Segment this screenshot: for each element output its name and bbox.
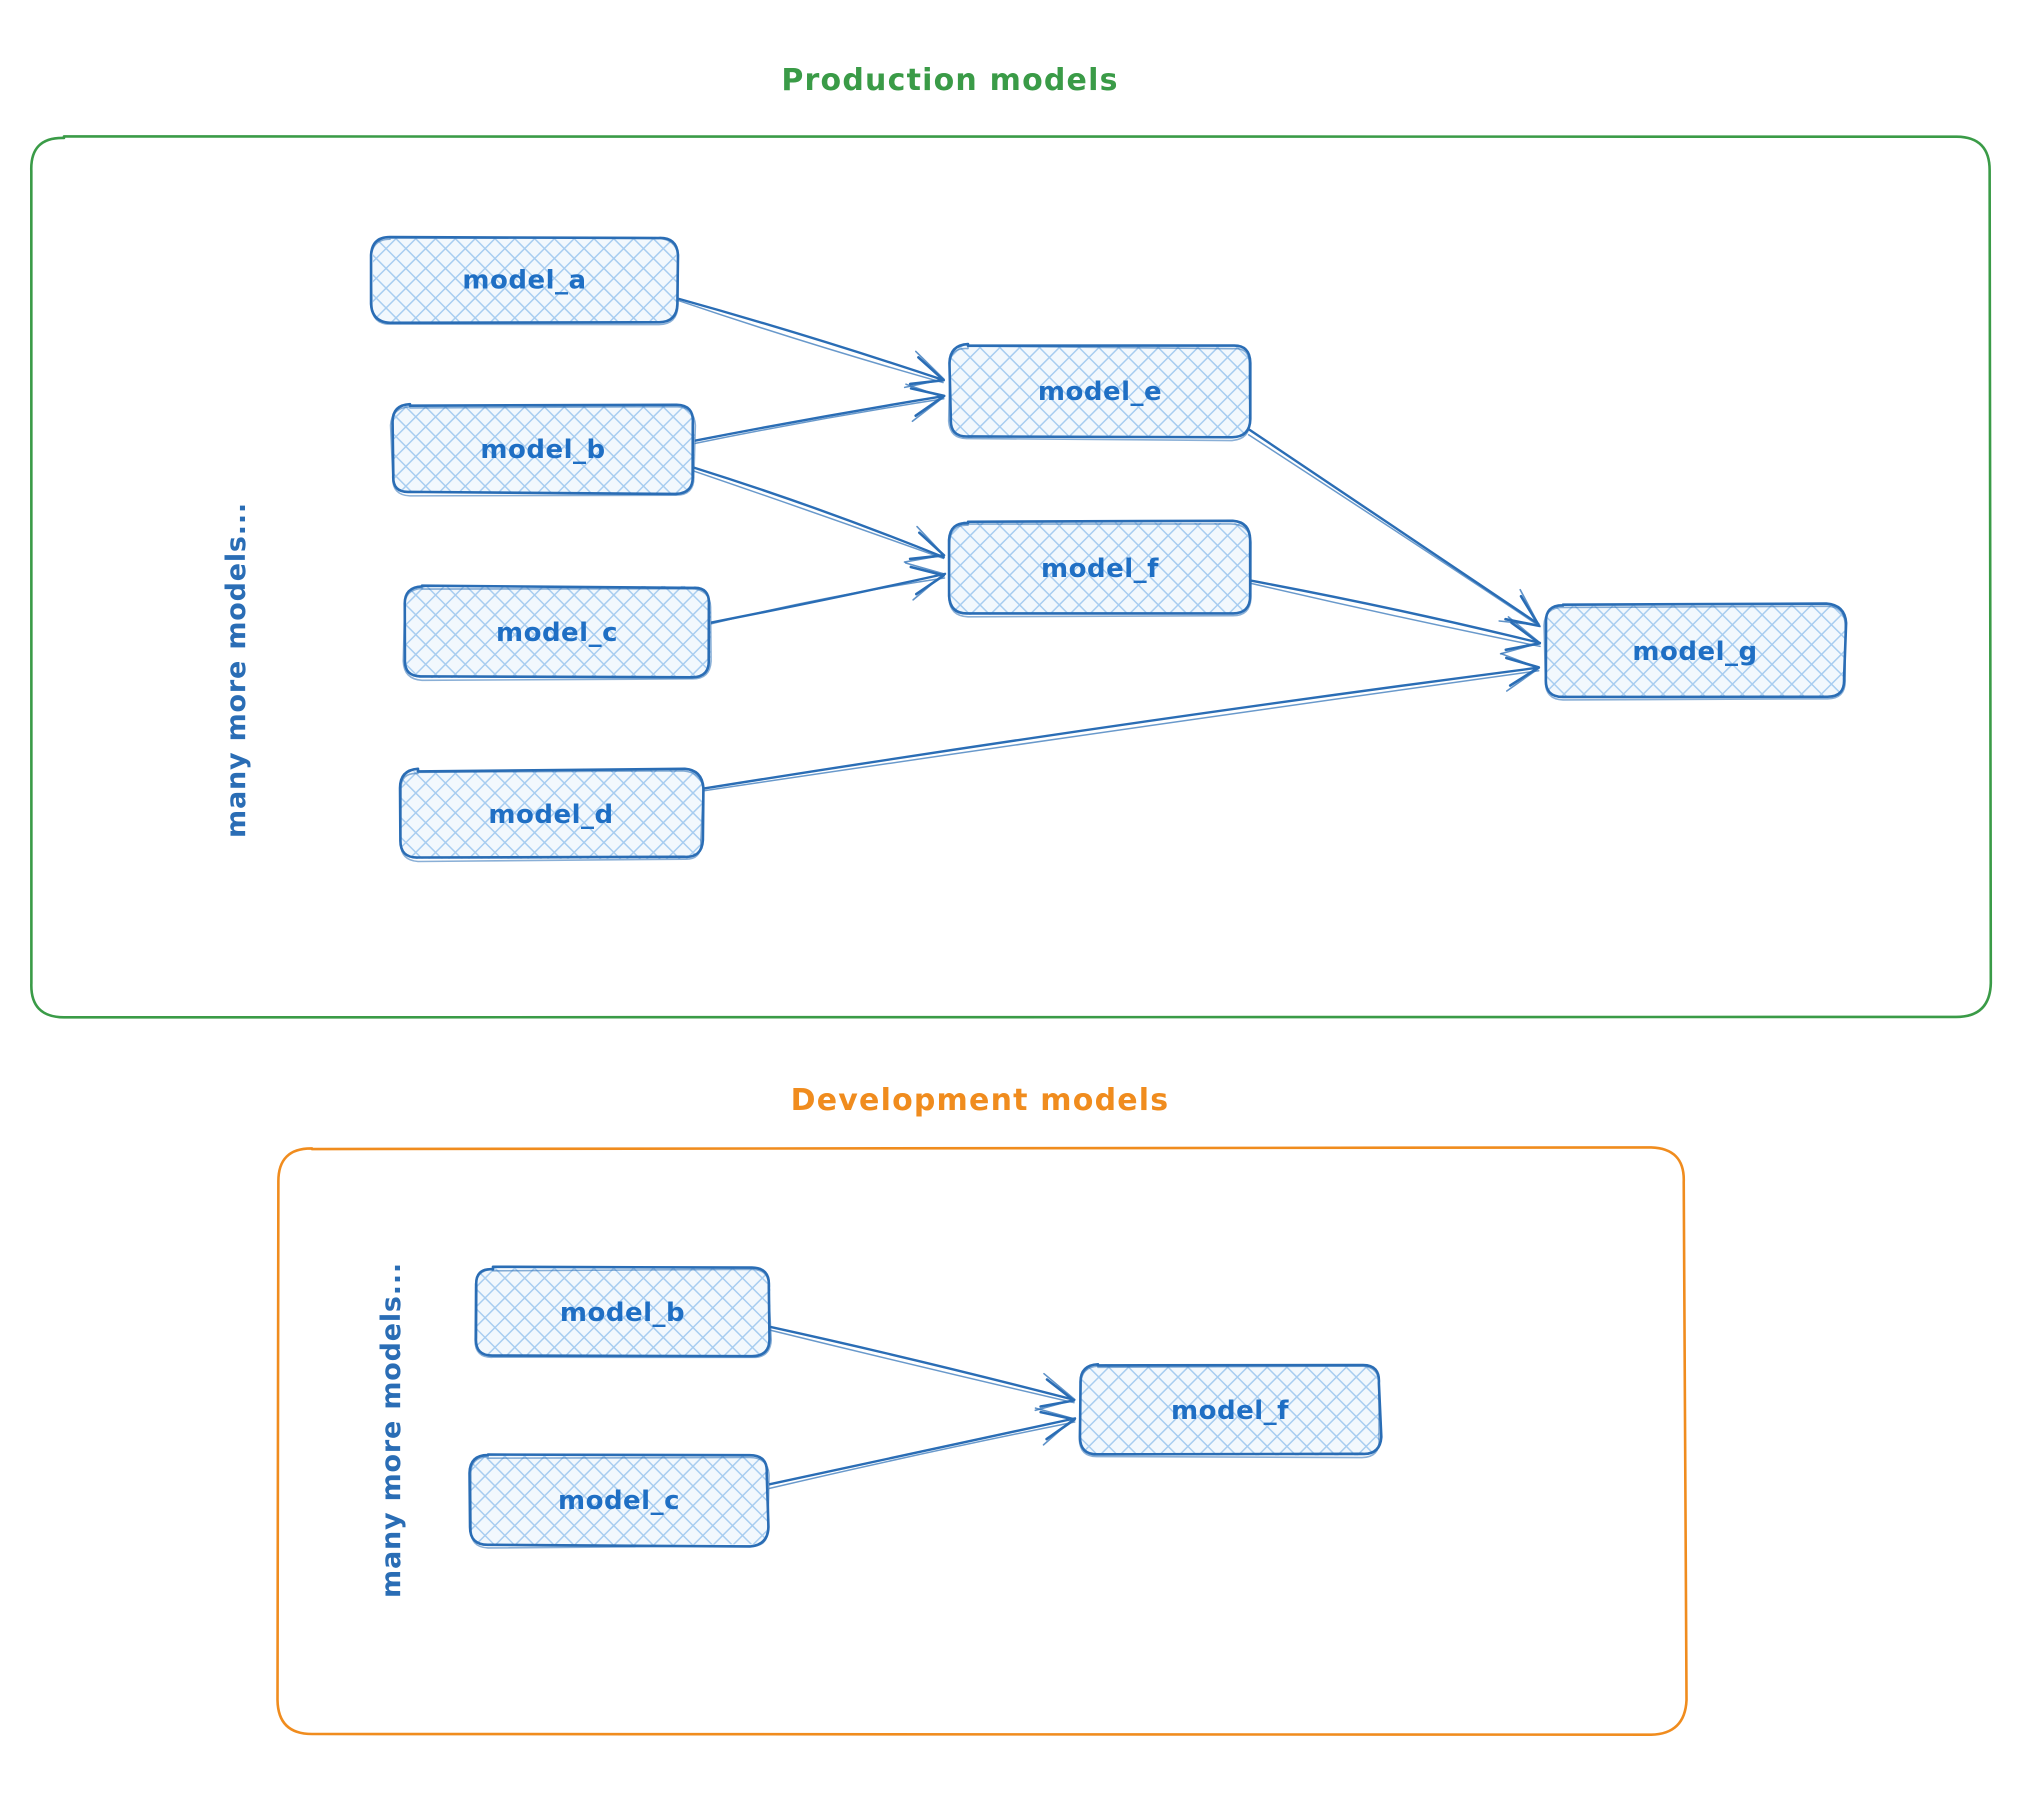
labels-layer: Production models many more models... Deve… — [221, 63, 1170, 1598]
node-label: model_a — [462, 266, 586, 296]
edge-line — [692, 398, 945, 445]
node-border — [369, 235, 680, 325]
node-border — [947, 519, 1252, 615]
edge-line — [693, 395, 945, 442]
edge-line — [693, 466, 945, 559]
node-dev_model_b[interactable]: model_b — [474, 1265, 773, 1359]
node-label: model_b — [560, 1298, 685, 1328]
edge-line — [1249, 582, 1541, 648]
node-border — [1078, 1365, 1380, 1459]
edge-line — [675, 297, 945, 382]
edge-arrowhead — [909, 387, 946, 417]
group-title-production: Production models — [781, 63, 1118, 98]
group-title-development: Development models — [791, 1083, 1170, 1118]
node-label: model_c — [558, 1486, 680, 1516]
edge-arrowhead — [1499, 616, 1541, 655]
node-dev_model_f[interactable]: model_f — [1078, 1362, 1383, 1459]
node-fill — [404, 585, 712, 679]
node-prod_model_e[interactable]: model_e — [947, 342, 1252, 442]
edge-line — [766, 1417, 1077, 1486]
node-border — [389, 405, 697, 497]
node-prod_model_c[interactable]: model_c — [402, 584, 712, 682]
node-border — [474, 1268, 773, 1359]
edge-line — [699, 669, 1540, 792]
node-border — [398, 767, 705, 859]
edge-line — [1248, 428, 1540, 626]
node-fill — [475, 1267, 771, 1357]
edge-c-f — [709, 562, 947, 625]
node-border — [470, 1455, 770, 1549]
node-border — [400, 770, 704, 863]
edge-line — [1247, 434, 1541, 628]
edge-line — [677, 299, 944, 384]
node-dev_model_c[interactable]: model_c — [468, 1453, 770, 1549]
node-fill — [372, 236, 677, 323]
node-label: model_c — [496, 618, 618, 648]
node-label: model_e — [1038, 377, 1162, 407]
node-label: model_f — [1041, 554, 1159, 584]
edge-arrowhead — [1039, 1410, 1076, 1441]
side-label-production: many more models... — [221, 502, 252, 838]
group-frames-layer — [30, 135, 1993, 1736]
node-label: model_g — [1632, 637, 1757, 667]
node-label: model_b — [480, 435, 605, 465]
node-fill — [1079, 1364, 1380, 1456]
node-fill — [1545, 603, 1846, 698]
node-fill — [470, 1454, 770, 1546]
node-border — [948, 342, 1252, 439]
edge-arrowhead — [903, 525, 945, 563]
group-frame-development — [276, 1146, 1688, 1736]
node-prod_model_g[interactable]: model_g — [1543, 602, 1848, 701]
node-border — [370, 237, 679, 326]
node-border — [1078, 1362, 1383, 1456]
group-border-development — [276, 1146, 1688, 1736]
edge-arrowhead — [1034, 1407, 1075, 1446]
node-fill — [400, 769, 703, 860]
node-border — [947, 345, 1251, 442]
edge-line — [768, 1329, 1075, 1404]
edge-devc-devf — [766, 1407, 1077, 1490]
edge-line — [768, 1421, 1076, 1490]
node-label: model_f — [1171, 1396, 1289, 1426]
node-fill — [391, 404, 696, 494]
edge-b-e — [692, 383, 946, 445]
group-border-production — [30, 135, 1993, 1019]
edge-line — [702, 666, 1540, 790]
edge-arrowhead — [905, 383, 945, 423]
edge-line — [710, 577, 946, 625]
edge-arrowhead — [909, 565, 946, 596]
node-fill — [948, 520, 1250, 615]
node-label: model_d — [488, 800, 613, 830]
node-border — [402, 587, 712, 682]
edge-b-f — [691, 466, 946, 563]
node-prod_model_a[interactable]: model_a — [369, 235, 680, 326]
edge-line — [1247, 579, 1542, 645]
edge-a-e — [675, 297, 945, 389]
edge-arrowhead — [903, 350, 945, 389]
edge-f-g — [1247, 579, 1542, 655]
edge-arrowhead — [1500, 652, 1540, 692]
group-frame-production — [30, 135, 1993, 1019]
edge-e-g — [1247, 428, 1541, 628]
side-label-development: many more models... — [376, 1262, 407, 1598]
edge-line — [768, 1325, 1076, 1402]
node-border — [1543, 605, 1847, 701]
nodes-layer: model_a model_b model_c model_d model_emodel… — [369, 235, 1848, 1549]
node-prod_model_f[interactable]: model_f — [947, 519, 1252, 618]
node-border — [948, 523, 1252, 618]
edge-arrowhead — [904, 562, 945, 601]
node-fill — [950, 344, 1250, 439]
edge-devb-devf — [768, 1325, 1076, 1412]
edge-arrowhead — [1034, 1372, 1076, 1412]
edge-d-g — [699, 652, 1541, 792]
edge-line — [691, 469, 945, 560]
edge-arrowhead — [908, 356, 945, 386]
node-prod_model_b[interactable]: model_b — [389, 402, 697, 497]
node-prod_model_d[interactable]: model_d — [398, 767, 705, 863]
edges-layer — [675, 297, 1542, 1490]
